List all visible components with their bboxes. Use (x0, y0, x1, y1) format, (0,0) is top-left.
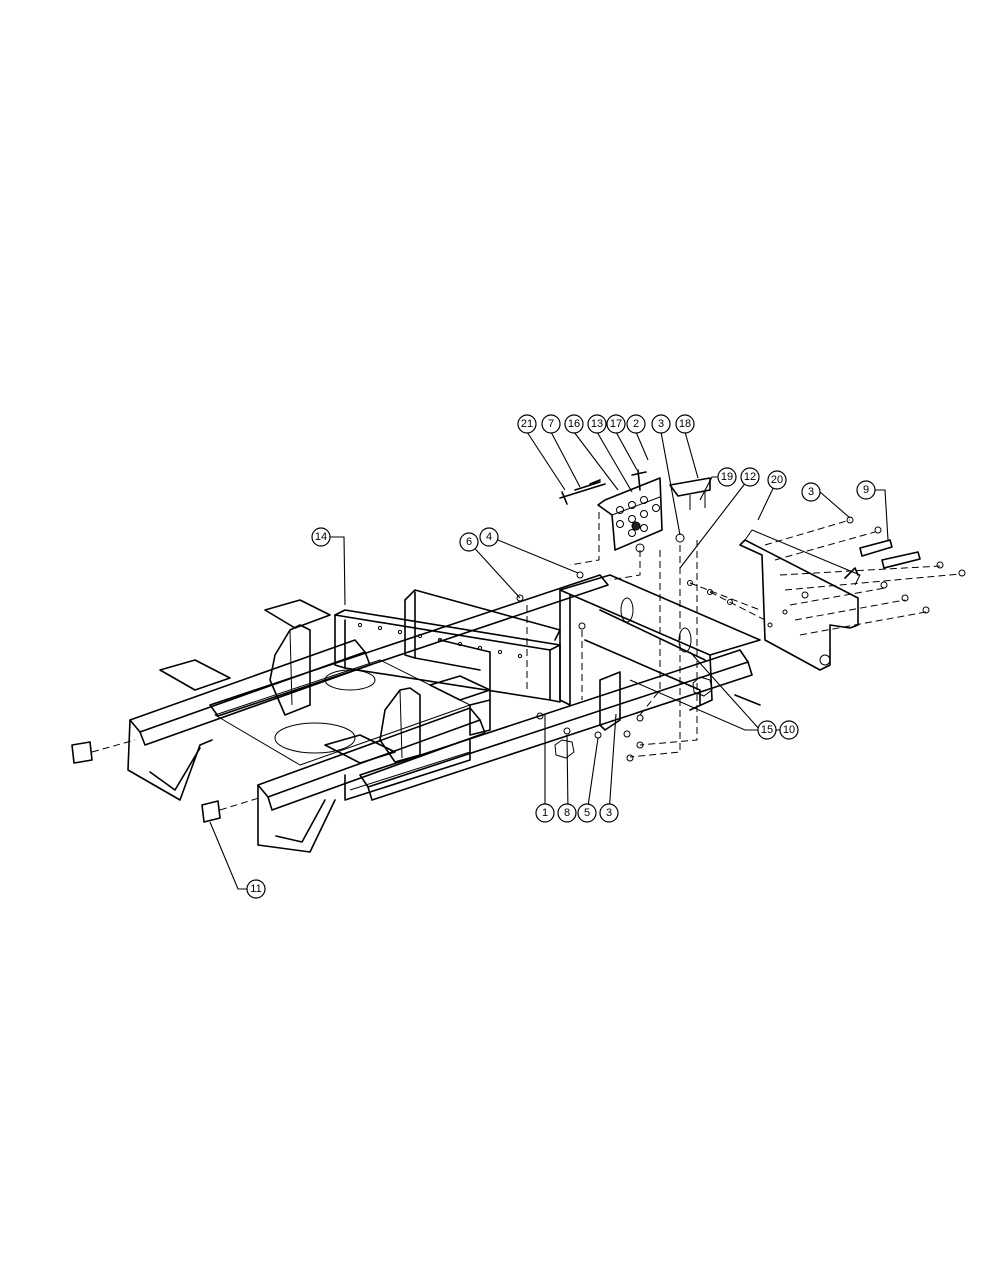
rear-frame (554, 574, 761, 759)
svg-text:10: 10 (783, 724, 795, 736)
svg-text:12: 12 (744, 471, 756, 483)
callout-2: 2 (626, 414, 646, 434)
svg-text:7: 7 (548, 418, 554, 430)
callout-19: 19 (717, 467, 737, 487)
callout-5: 5 (577, 803, 597, 823)
callout-3-bottom: 3 (599, 803, 619, 823)
svg-text:18: 18 (679, 418, 691, 430)
callout-8: 8 (557, 803, 577, 823)
svg-text:3: 3 (658, 418, 664, 430)
callout-21: 21 (517, 414, 537, 434)
alignment-lines (91, 512, 961, 811)
lower-fasteners (516, 571, 644, 762)
svg-text:3: 3 (808, 486, 814, 498)
callout-14: 14 (311, 527, 331, 547)
control-plate (559, 469, 711, 553)
upright-brackets (159, 599, 491, 764)
svg-text:3: 3 (606, 807, 612, 819)
main-frame (127, 574, 753, 853)
svg-text:16: 16 (568, 418, 580, 430)
svg-text:19: 19 (721, 471, 733, 483)
callout-3-top: 3 (651, 414, 671, 434)
svg-text:15: 15 (761, 724, 773, 736)
svg-text:20: 20 (771, 474, 783, 486)
svg-text:17: 17 (610, 418, 622, 430)
callout-6: 6 (459, 532, 479, 552)
svg-text:14: 14 (315, 531, 327, 543)
svg-text:13: 13 (591, 418, 603, 430)
callouts: 21 7 16 13 17 2 3 18 19 12 20 3 9 6 4 14… (246, 414, 876, 899)
callout-18: 18 (675, 414, 695, 434)
callout-10: 10 (779, 720, 799, 740)
svg-text:5: 5 (584, 807, 590, 819)
callout-7: 7 (541, 414, 561, 434)
svg-text:4: 4 (486, 531, 492, 543)
callout-4: 4 (479, 527, 499, 547)
svg-text:11: 11 (250, 883, 261, 895)
callout-3-right: 3 (801, 482, 821, 502)
rear-plate-20 (739, 529, 861, 671)
svg-text:2: 2 (633, 418, 639, 430)
svg-text:8: 8 (564, 807, 570, 819)
svg-text:6: 6 (466, 536, 472, 548)
callout-16: 16 (564, 414, 584, 434)
svg-text:9: 9 (863, 484, 869, 496)
callout-20: 20 (767, 470, 787, 490)
callout-15: 15 (757, 720, 777, 740)
callout-17: 17 (606, 414, 626, 434)
svg-text:21: 21 (521, 418, 533, 430)
end-caps-11 (71, 741, 221, 823)
right-fasteners (687, 516, 966, 614)
callout-12: 12 (740, 467, 760, 487)
callout-11: 11 (246, 879, 266, 899)
callout-1: 1 (535, 803, 555, 823)
svg-text:1: 1 (542, 807, 548, 819)
callout-13: 13 (587, 414, 607, 434)
callout-9: 9 (856, 480, 876, 500)
